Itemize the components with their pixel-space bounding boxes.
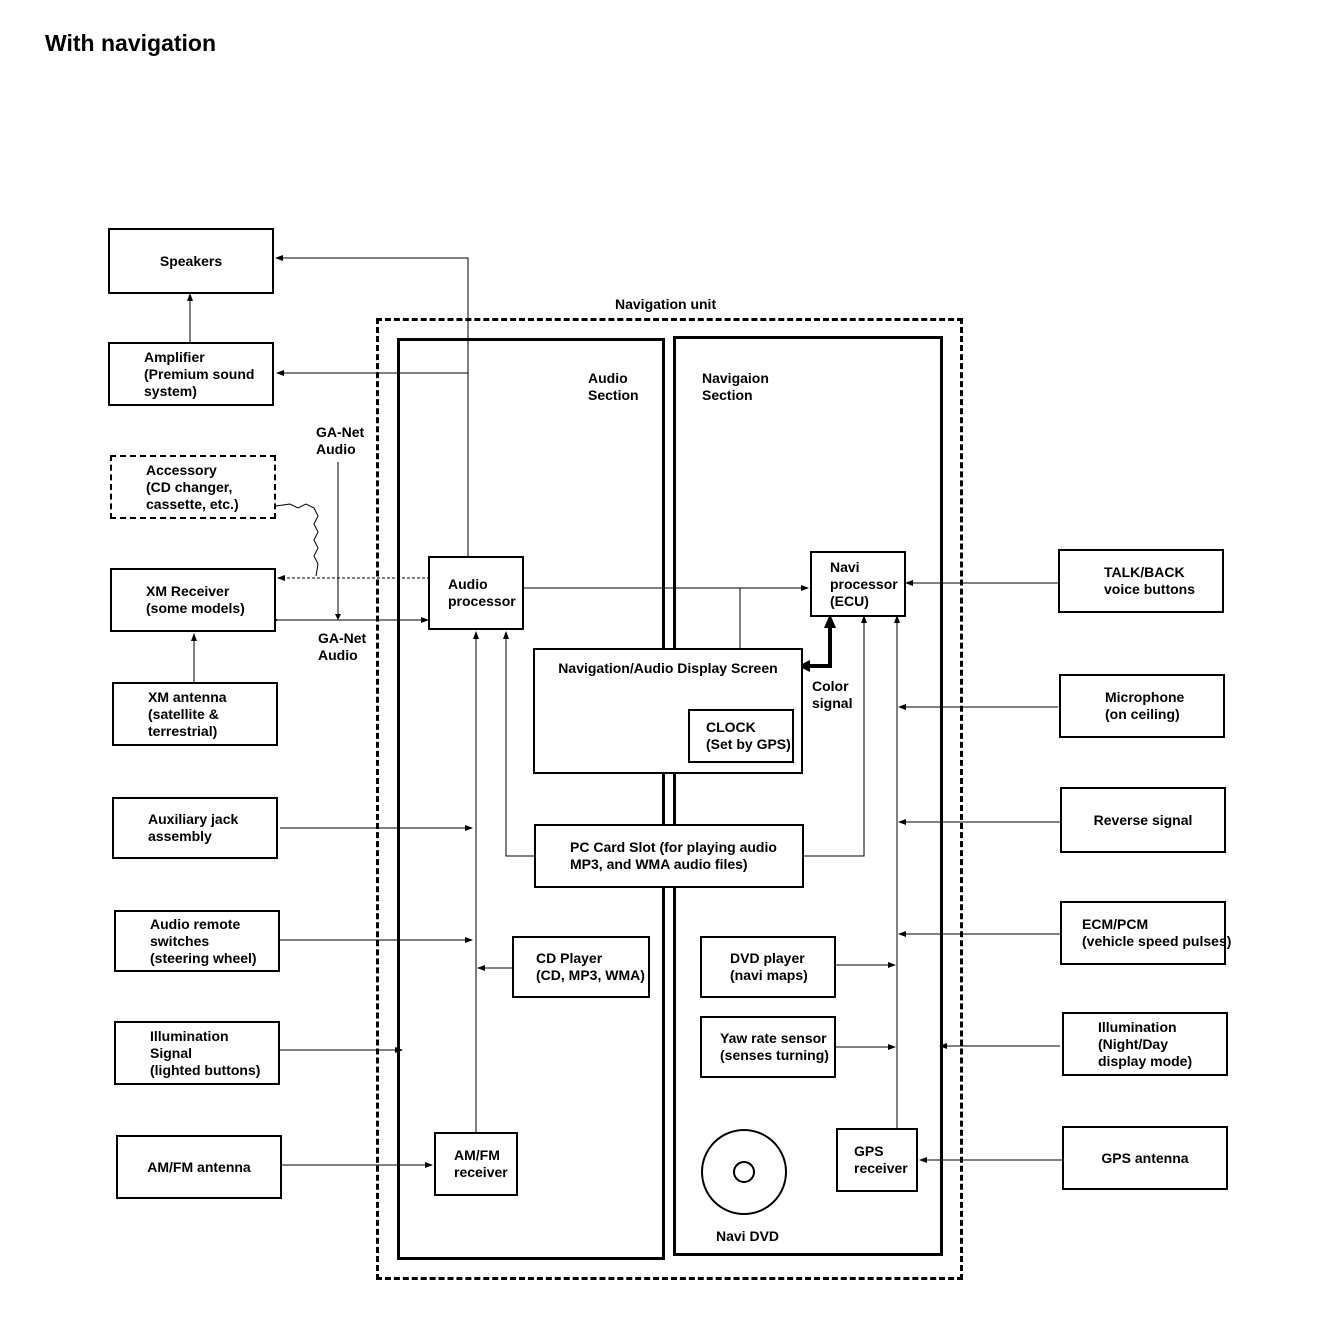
wire-audioproc-speakers xyxy=(275,255,469,556)
amfm-antenna-box: AM/FM antenna xyxy=(116,1135,282,1199)
wire-pccard-audioproc xyxy=(503,631,534,857)
page-title: With navigation xyxy=(45,30,217,56)
xm-receiver-box: XM Receiver(some models) xyxy=(110,568,276,632)
xm-antenna-box: XM antenna(satellite &terrestrial) xyxy=(112,682,278,746)
yaw-rate-sensor-box: Yaw rate sensor(senses turning) xyxy=(700,1016,836,1078)
speakers-box: Speakers xyxy=(108,228,274,294)
ecm-pcm-box: ECM/PCM(vehicle speed pulses) xyxy=(1060,901,1231,965)
color-signal-arrowhead-up xyxy=(824,614,836,628)
audio-section-frame xyxy=(397,338,665,1260)
reverse-signal-box: Reverse signal xyxy=(1060,787,1226,853)
dvd-player-box: DVD player(navi maps) xyxy=(700,936,836,998)
navi-dvd-disc-icon xyxy=(701,1129,787,1215)
gps-antenna-box: GPS antenna xyxy=(1062,1126,1228,1190)
navigation-unit-frame xyxy=(376,318,963,1280)
color-signal-arrowhead-left xyxy=(798,660,810,672)
clock-box: CLOCK(Set by GPS) xyxy=(688,709,794,763)
wire-accessory-wiggle xyxy=(275,503,319,577)
navigation-unit-label: Navigation unit xyxy=(615,296,717,312)
wire-color-signal xyxy=(806,626,832,668)
cd-player-box: CD Player(CD, MP3, WMA) xyxy=(512,936,650,998)
navigation-section-frame xyxy=(673,336,943,1256)
microphone-box: Microphone(on ceiling) xyxy=(1059,674,1225,738)
wire-pccard-naviproc xyxy=(804,615,867,857)
navi-dvd-label: Navi DVD xyxy=(716,1228,780,1244)
accessory-box: Accessory(CD changer,cassette, etc.) xyxy=(110,455,276,519)
